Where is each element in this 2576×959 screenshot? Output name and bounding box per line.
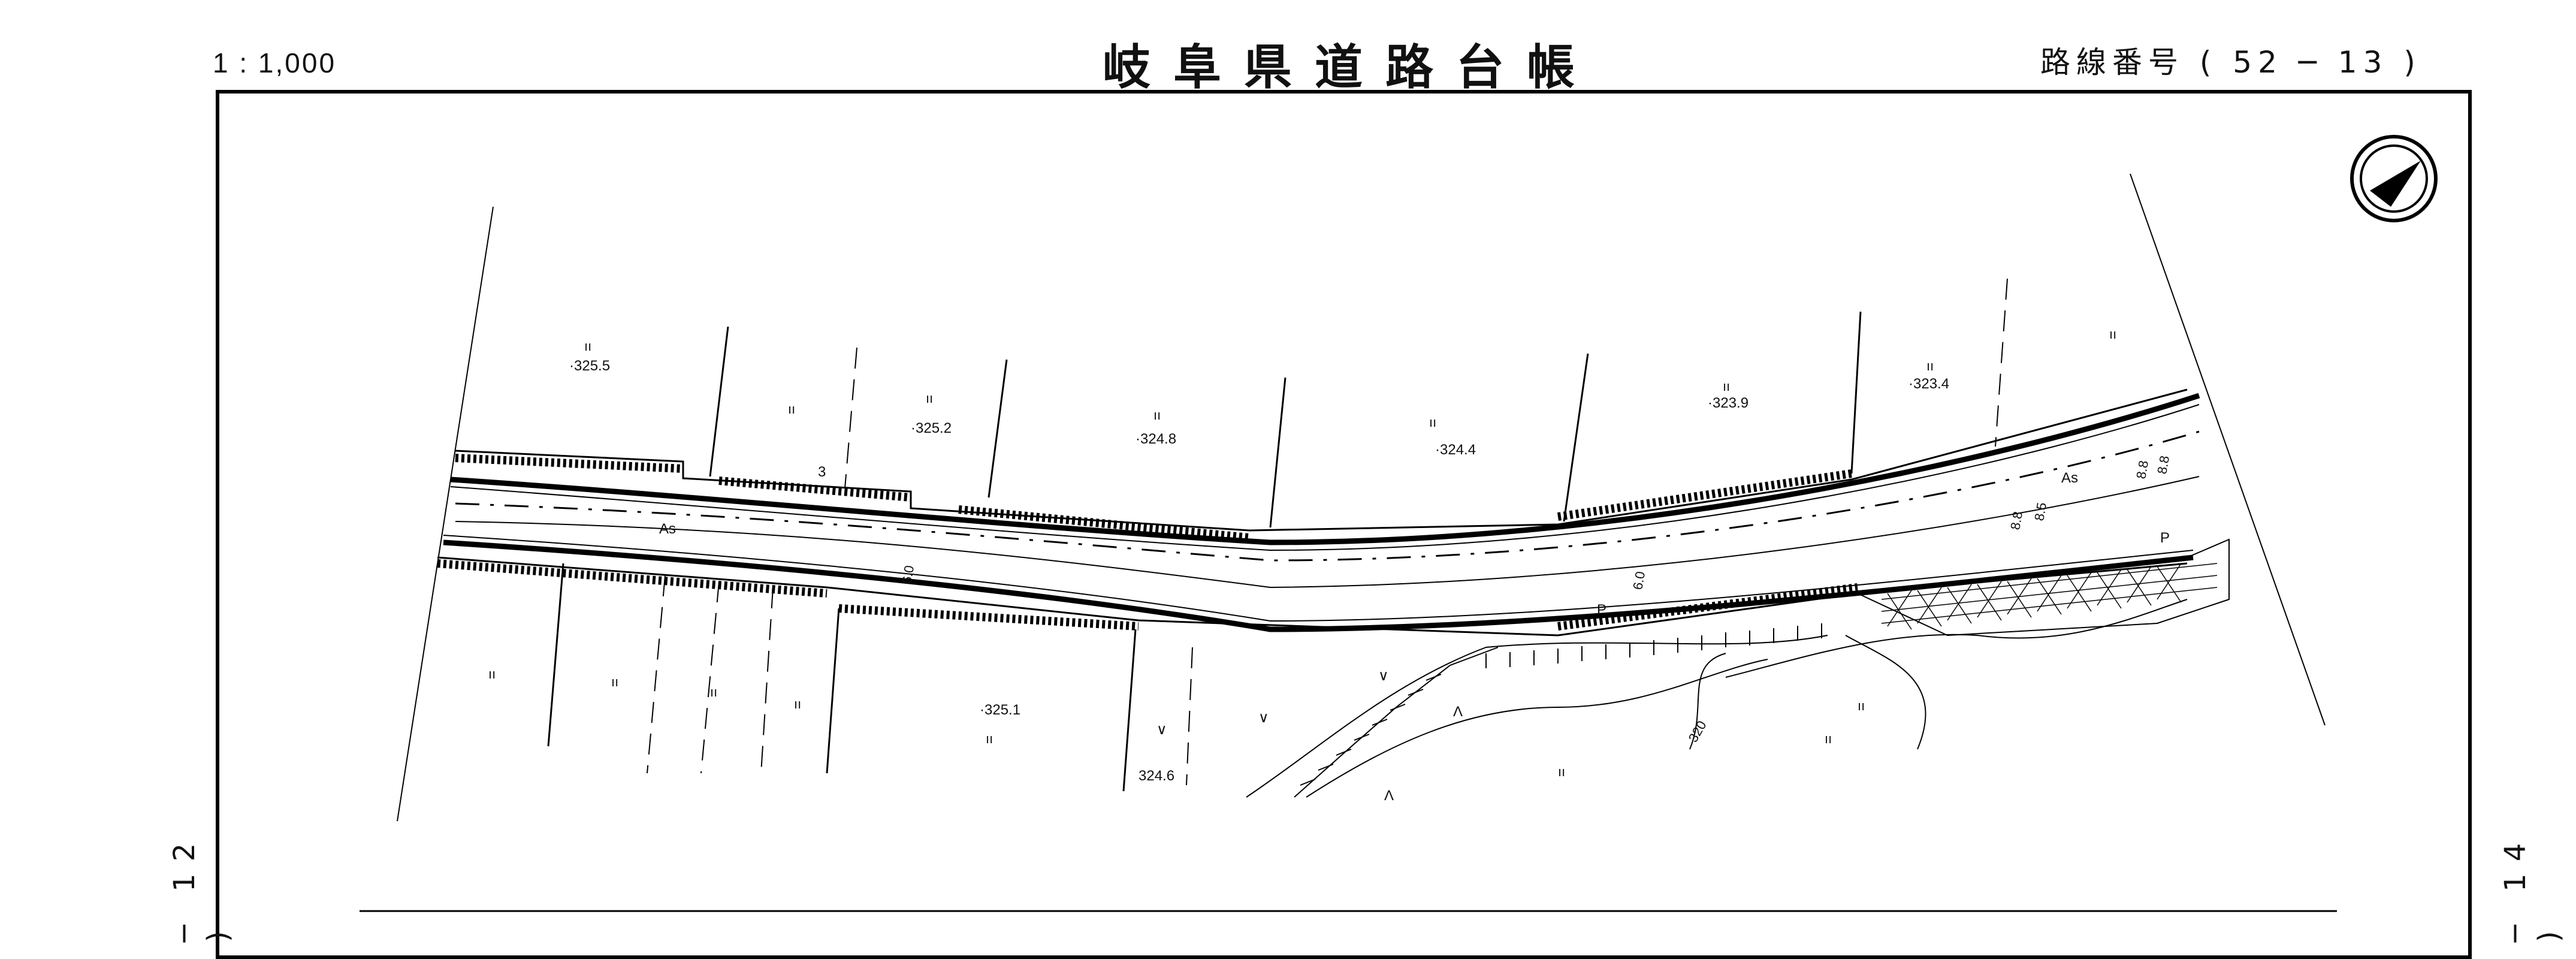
field-mark: ∨ [1156,722,1167,738]
pavement-label: As [2061,470,2078,486]
elevation-label: ·325.5 [569,358,610,374]
land-use-symbol: ıı [794,696,801,711]
page-title: 岐阜県道路台帳 [1103,40,1597,95]
elevation-label: ·324.8 [1136,431,1176,447]
map-scale: 1 : 1,000 [213,47,337,79]
forest-mark: Λ [1453,704,1463,720]
land-use-symbol: ıı [1723,379,1730,394]
boundary-line-left [397,206,494,822]
point-label: P [2160,530,2170,546]
north-arrow-icon [2350,135,2438,222]
boundary-line-right [2130,173,2326,726]
cliff-hatching [1294,623,1822,798]
land-use-symbol: ıı [584,339,591,354]
road-width-label: 8.8 [2133,459,2151,480]
road-edges [443,393,2200,632]
parcel-lines-upper [709,311,1862,528]
elevation-label: ·325.1 [980,702,1020,718]
field-mark: ∨ [1258,710,1269,726]
land-use-symbol: ıı [1153,408,1161,423]
elevation-label: ·324.4 [1435,442,1476,458]
forest-mark: Λ [1384,788,1394,804]
road-width-label: 8.5 [2031,501,2049,521]
contour-label: 320 [1686,718,1710,744]
elevation-label: ·323.4 [1908,376,1949,392]
mountain-mark: ıı [1558,764,1565,779]
road-width-label: 6.0 [899,564,917,584]
land-use-symbol: ıı [488,667,496,681]
land-use-symbol: ıı [611,674,618,689]
land-use-symbol: ıı [1858,698,1865,713]
station-label: 3 [818,464,826,480]
road-width-label: 8.8 [2007,510,2025,530]
elevation-label: ·325.2 [911,420,952,436]
land-use-symbol: ıı [1429,415,1436,430]
land-use-symbol: ıı [2109,327,2116,342]
land-use-symbol: ıı [926,391,933,406]
elevation-label: 324.6 [1138,768,1174,784]
stone-retaining-wall [1881,563,2218,630]
parcel-lines-dashed [647,278,2008,786]
road-width-label: 6.0 [1630,570,1648,590]
river-terrain [1246,538,2230,798]
road-width-label: 8.8 [2154,454,2172,475]
parcel-lines-lower [547,563,1137,792]
elevation-label: ·323.9 [1708,395,1748,411]
guard-rails [437,388,2188,637]
land-use-symbol: ıı [710,684,717,699]
land-use-symbol: ıı [788,402,795,417]
pavement-label: As [659,521,676,537]
mountain-mark: ıı [1825,731,1832,746]
point-label: P [1597,602,1606,618]
land-use-symbol: ıı [986,731,993,746]
land-use-symbol: ıı [1926,358,1934,373]
route-number: 路線番号 ( 52 ─ 13 ) [2040,45,2421,80]
field-mark: ∨ [1378,668,1389,684]
